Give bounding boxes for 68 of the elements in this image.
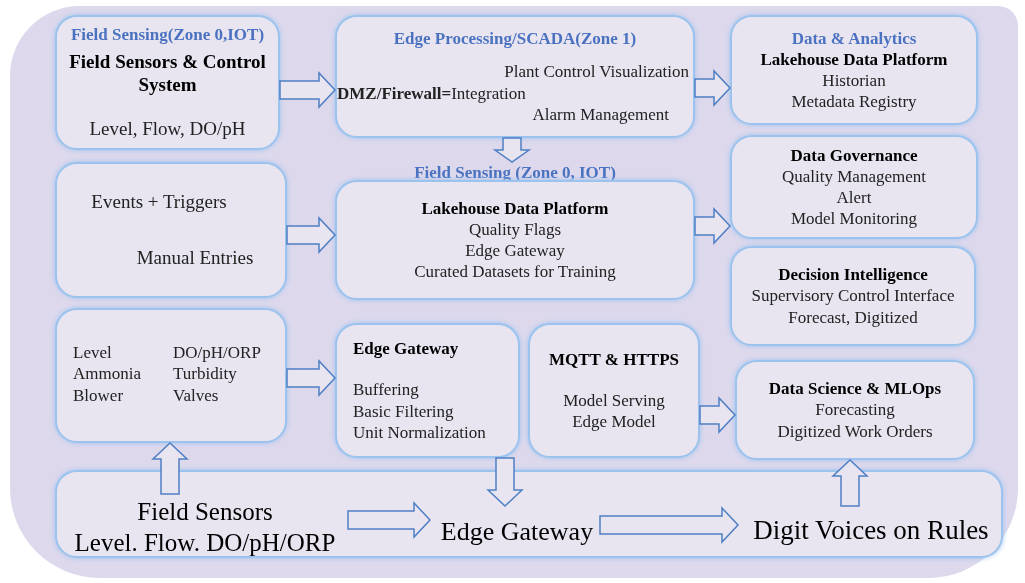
label-text: Field Sensors [137,496,273,527]
block-arrow [279,71,337,109]
label-text: Lakehouse Data Platform [421,197,609,219]
label-text: Data Science & MLOps [768,378,942,400]
block-arrow [699,396,737,434]
block-arrow [694,207,732,245]
label-text: Quality Flags [468,218,562,240]
label-text: Curated Datasets for Training [414,261,616,283]
label-text: Valves [173,384,220,406]
label-text: Alert [836,187,872,209]
heading: Data & Analytics [791,27,917,49]
block-arrow [492,137,532,163]
process-box [730,135,978,239]
process-box [55,308,287,443]
process-box [528,323,700,458]
label-text: Ammonia [73,363,142,385]
label-text: MQTT & HTTPS [548,348,679,370]
label-text: Edge Gateway [440,515,594,548]
label-text: Model Serving [563,389,665,412]
label-text: Events + Triggers [91,190,227,214]
label-text: Level, Flow, DO/pH [89,117,246,141]
process-box [735,360,975,460]
block-arrow [347,501,432,539]
process-box [335,15,695,138]
label-text: Supervisory Control Interface [751,285,955,307]
label-text: DO/pH/ORP [173,342,262,364]
label-text: Model Monitoring [790,208,918,230]
heading: Field Sensing(Zone 0,IOT) [70,24,265,46]
heading: Edge Processing/SCADA(Zone 1) [393,28,637,50]
label-text: Forecast, Digitized [788,306,918,328]
label-text: Buffering [353,379,419,401]
label-text: Basic Filtering [353,400,454,422]
label-text: Manual Entries [136,246,254,270]
label-text: Alarm Management [532,103,670,125]
label-text: DMZ/Firewall=Integration [337,82,526,104]
label-text: Lakehouse Data Platform [760,48,948,70]
block-arrow [286,359,337,397]
label-text: Quality Management [782,165,926,187]
block-arrow [286,216,337,254]
label-text: Field Sensors & Control System [68,49,267,97]
block-arrow [599,506,740,544]
label-text: Data Governance [790,144,918,166]
label-text: Level [73,342,113,364]
process-box [730,15,978,125]
label-text: Digit Voices on Rules [753,514,989,548]
block-arrow [486,457,524,508]
label-text: Unit Normalization [353,421,486,443]
process-box [335,323,520,458]
label-text: Turbidity [173,363,238,385]
label-text: Blower [73,384,125,406]
process-box [55,15,280,150]
label-text: Digitized Work Orders [777,420,933,442]
label-text: Level. Flow. DO/pH/ORP [74,527,336,558]
label-text: Forecasting [815,399,895,421]
label-text: Edge Gateway [465,240,565,262]
heading: Field Sensing (Zone 0, IOT) [414,162,616,180]
block-arrow [151,441,189,495]
process-box [55,162,287,298]
label-text: Decision Intelligence [778,264,928,286]
label-text: Historian [822,70,886,92]
block-arrow [694,69,732,107]
label-text: Metadata Registry [791,91,917,113]
process-box [730,246,976,346]
block-arrow [831,458,869,507]
label-text: Edge Gateway [353,338,459,360]
band-box [55,470,1003,558]
label-text: Edge Model [572,411,656,433]
label-text: Plant Control Visualization [504,61,690,83]
